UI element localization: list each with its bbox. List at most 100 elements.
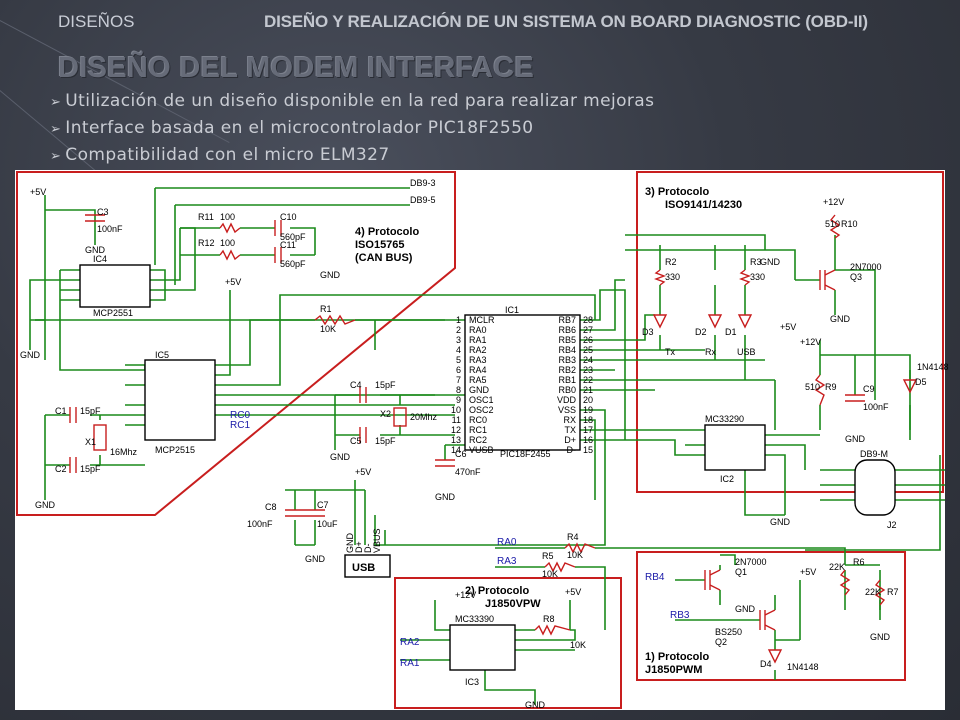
net-label-ra2: RA2 — [400, 637, 420, 648]
part-value: 510 — [805, 382, 820, 392]
part-value: MC33290 — [705, 414, 744, 424]
bullet-item: ➢Compatibilidad con el micro ELM327 — [50, 145, 390, 165]
resistor-r6 — [839, 569, 851, 596]
part-value: Rx — [705, 347, 716, 357]
part-value: MC33390 — [455, 614, 494, 624]
led-d3 — [652, 314, 668, 329]
net-label-vcc: +5V — [565, 587, 581, 597]
part-label: C1 — [55, 406, 67, 416]
capacitor-c7 — [305, 509, 325, 517]
diode-d5 — [902, 379, 918, 394]
net-label-db9-3: DB9-3 — [410, 178, 436, 188]
pic-pin-name: RB1 — [558, 375, 576, 385]
ic1-chip — [464, 314, 581, 451]
pic-pin-name: RB5 — [558, 335, 576, 345]
part-label: R9 — [825, 382, 837, 392]
part-value: 1N4148 — [917, 362, 949, 372]
protocol-iso-line: 3) Protocolo — [645, 186, 709, 198]
pic-pin-name: VUSB — [469, 445, 494, 455]
pic-pin-number: 13 — [451, 435, 461, 445]
net-label-gnd: GND — [845, 434, 866, 444]
net-label-rc0: RC0 — [230, 410, 250, 421]
part-label: C4 — [350, 380, 362, 390]
iso-protocol-border — [636, 171, 944, 493]
part-label: J2 — [887, 520, 897, 530]
usb-label: USB — [352, 562, 375, 574]
net-label-ra3: RA3 — [497, 556, 517, 567]
pic-pin-number: 3 — [456, 335, 461, 345]
ic4-chip — [79, 264, 151, 308]
part-label: C2 — [55, 464, 67, 474]
capacitor-c8 — [285, 509, 305, 517]
net-label-ra1: RA1 — [400, 658, 420, 669]
part-label: X1 — [85, 437, 96, 447]
pic-pin-number: 22 — [583, 375, 593, 385]
part-label: R7 — [887, 587, 899, 597]
project-title: DISEÑO Y REALIZACIÓN DE UN SISTEMA ON BO… — [264, 12, 868, 31]
net-label-gnd: GND — [735, 604, 756, 614]
part-value: 15pF — [375, 436, 396, 446]
pwm-protocol-border — [636, 551, 906, 681]
part-label: Q3 — [850, 272, 862, 282]
capacitor-c9 — [845, 394, 865, 402]
net-label-vcc: +5V — [225, 277, 241, 287]
part-value: 100nF — [97, 224, 123, 234]
part-label: C3 — [97, 207, 109, 217]
part-label: IC1 — [505, 305, 519, 315]
net-label-ra0: RA0 — [497, 537, 517, 548]
pic-pin-name: MCLR — [469, 315, 495, 325]
net-label-rb3: RB3 — [670, 610, 690, 621]
ic3-chip — [449, 624, 516, 671]
part-value: 1N4148 — [787, 662, 819, 672]
part-value: 10K — [320, 324, 336, 334]
resistor-r3 — [739, 269, 751, 286]
pic-pin-name: RA3 — [469, 355, 487, 365]
part-label: R1 — [320, 304, 332, 314]
part-label: C5 — [350, 436, 362, 446]
pic-pin-number: 18 — [583, 415, 593, 425]
part-value: 2N7000 — [850, 262, 882, 272]
net-label-12v: +12V — [800, 337, 821, 347]
mosfet-q3 — [819, 269, 836, 291]
part-value: 20Mhz — [410, 412, 438, 422]
pic-pin-name: VSS — [558, 405, 576, 415]
resistor-r12 — [219, 249, 241, 261]
part-value: 10K — [567, 550, 583, 560]
capacitor-c4 — [359, 387, 367, 403]
pic-pin-name: OSC2 — [469, 405, 494, 415]
net-label-gnd: GND — [85, 245, 106, 255]
slide-title: DISEÑO DEL MODEM INTERFACE — [58, 52, 535, 84]
mosfet-q2 — [759, 609, 776, 631]
part-value: 15pF — [80, 464, 101, 474]
vpw-protocol-border — [394, 577, 622, 709]
part-value: 10uF — [317, 519, 338, 529]
part-value: 15pF — [80, 406, 101, 416]
pic-pin-name: RA2 — [469, 345, 487, 355]
part-label: IC5 — [155, 350, 169, 360]
capacitor-c10 — [274, 220, 282, 236]
pic-pin-name: D- — [567, 445, 577, 455]
resistor-r8 — [534, 624, 571, 636]
pic-pin-number: 19 — [583, 405, 593, 415]
usb-connector — [344, 554, 391, 578]
part-value: 100 — [220, 212, 235, 222]
pic-pin-name: RB7 — [558, 315, 576, 325]
bullet-list: ➢Utilización de un diseño disponible en … — [50, 88, 654, 169]
part-value: Tx — [665, 347, 675, 357]
net-label-vcc: +5V — [355, 467, 371, 477]
net-label-rc1: RC1 — [230, 420, 250, 431]
part-label: D5 — [915, 377, 927, 387]
protocol-iso-line: ISO9141/14230 — [665, 199, 742, 211]
resistor-r4 — [564, 542, 596, 554]
part-value: 560pF — [280, 259, 306, 269]
bullet-arrow-icon: ➢ — [50, 95, 62, 110]
part-value: 2N7000 — [735, 557, 767, 567]
part-value: MCP2551 — [93, 308, 133, 318]
resistor-r11 — [219, 222, 241, 234]
part-label: X2 — [380, 409, 391, 419]
part-value: 22K — [865, 587, 881, 597]
can-protocol-border — [16, 171, 456, 516]
part-label: IC4 — [93, 254, 107, 264]
part-label: C10 — [280, 212, 297, 222]
led-d2 — [707, 314, 723, 329]
